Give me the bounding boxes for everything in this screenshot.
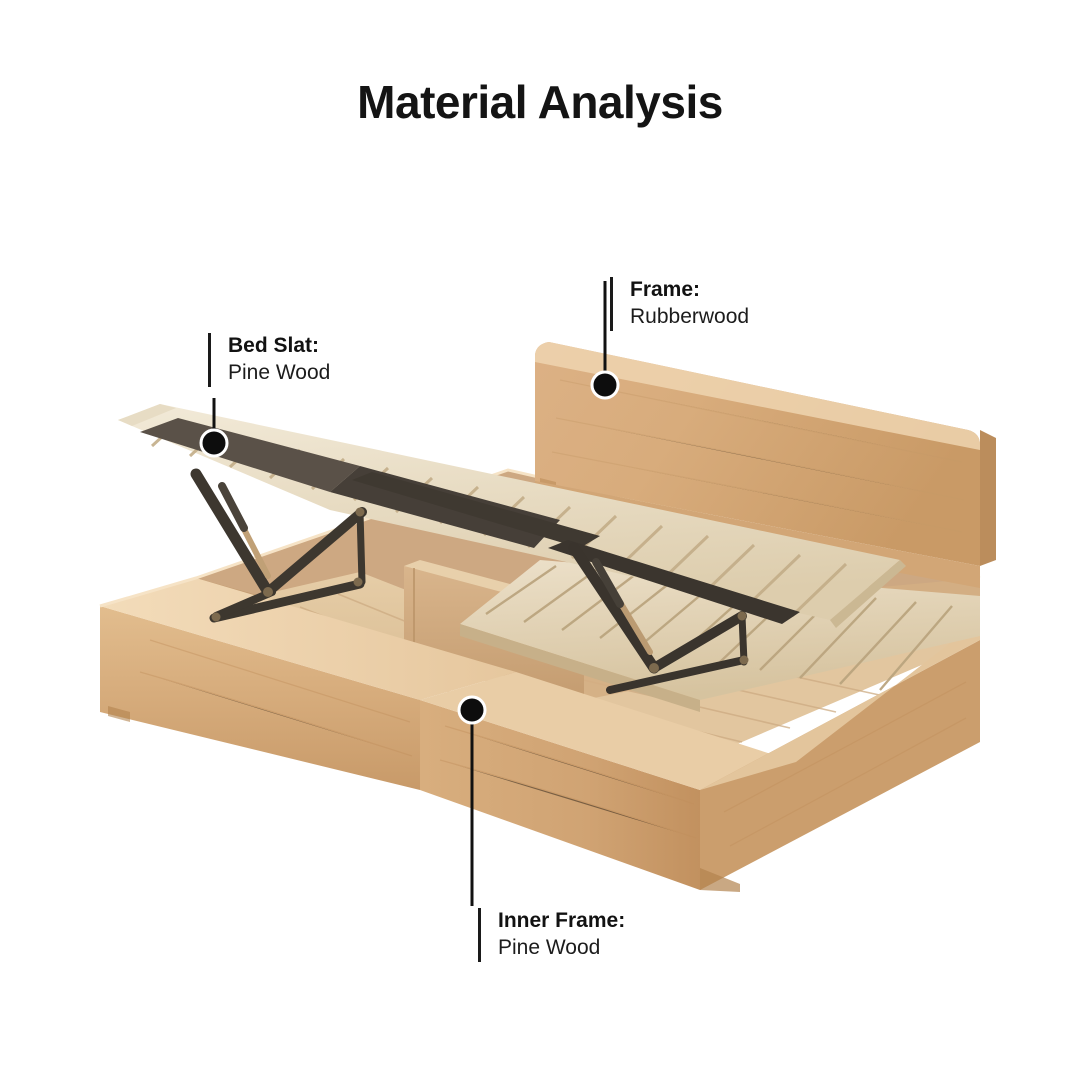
- lift-arm-foot-l: [212, 588, 276, 620]
- lift-arm-lower-r: [606, 656, 748, 694]
- lift-pivot-l2: [355, 507, 365, 517]
- callout-frame: Frame: Rubberwood: [610, 277, 749, 331]
- callout-frame-title: Frame:: [630, 278, 701, 301]
- lift-pivot-r3: [739, 655, 749, 665]
- lift-pivot-l4: [353, 577, 363, 587]
- frame-left-leg: [108, 706, 130, 722]
- lift-spine: [352, 472, 600, 548]
- page-title: Material Analysis: [357, 76, 723, 128]
- side-rail-left-top: [100, 578, 516, 700]
- lift-mechanism-right: [568, 542, 749, 694]
- callout-bed-slat-title: Bed Slat:: [228, 334, 320, 357]
- foot-rail-right-face: [700, 640, 980, 890]
- callout-dot-frame: [590, 370, 620, 400]
- slat-deck-right-edge: [460, 624, 700, 712]
- callout-dot-bed-slat: [199, 428, 229, 458]
- callout-inner-frame: Inner Frame: Pine Wood: [478, 908, 625, 962]
- foot-rail-front-top: [420, 672, 796, 790]
- headboard-right-edge: [980, 430, 996, 566]
- lift-pivot-l3: [211, 612, 221, 622]
- headboard-top-edge: [535, 342, 980, 450]
- callout-frame-value: Rubberwood: [630, 304, 750, 328]
- lift-arm-diag-l: [263, 507, 367, 597]
- lift-arm-diag-r: [649, 611, 747, 673]
- lift-pivot-r2: [737, 611, 747, 621]
- lift-pivot-r1: [649, 663, 659, 673]
- headboard-grain: [551, 379, 965, 533]
- side-rail-left-face: [100, 606, 420, 790]
- lift-arm-main-l: [190, 468, 274, 598]
- gas-strut-cyl-r: [592, 558, 624, 608]
- callout-bed-slat-value: Pine Wood: [228, 360, 331, 384]
- callout-leaders: [199, 281, 620, 906]
- lift-spine-right: [548, 540, 800, 624]
- slat-deck-lifted-edge: [830, 560, 906, 628]
- frame-foot-shadow: [700, 868, 740, 892]
- slat-end-caps: [118, 404, 176, 426]
- lift-arm-brace-r: [738, 612, 748, 666]
- callout-dot-inner-frame: [457, 695, 487, 725]
- callout-inner-frame-value: Pine Wood: [498, 935, 601, 959]
- lift-arm-brace-l: [356, 508, 366, 586]
- lift-arm-lower-l: [209, 579, 365, 623]
- foot-rail-front-face: [420, 700, 700, 890]
- lift-side-beam-left: [140, 418, 360, 492]
- slat-platform-lifted: [118, 404, 906, 628]
- lift-pivot-l1: [263, 587, 273, 597]
- lift-arm-main-r: [568, 542, 660, 674]
- gas-strut-cyl-l: [218, 482, 248, 532]
- headboard-panel: [535, 342, 980, 566]
- lift-mechanism-left: [190, 468, 367, 623]
- callout-inner-frame-title: Inner Frame:: [498, 909, 626, 932]
- frame-grain: [139, 639, 967, 847]
- callout-bed-slat: Bed Slat: Pine Wood: [208, 333, 330, 387]
